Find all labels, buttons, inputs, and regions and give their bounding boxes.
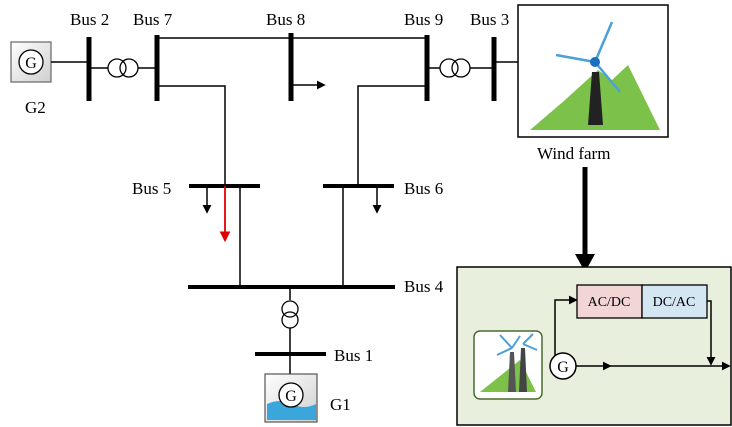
bus9-label: Bus 9 <box>404 10 443 29</box>
g2-symbol: G <box>25 55 37 72</box>
transformer-2-7-icon <box>107 58 139 78</box>
generator-g1: G <box>264 373 318 423</box>
wind-turbine-icon <box>473 330 543 400</box>
line-gen-to-acdc <box>554 295 578 356</box>
detail-arrow-head <box>575 254 595 272</box>
bus4-label: Bus 4 <box>404 277 444 296</box>
bus6-label: Bus 6 <box>404 179 443 198</box>
g1-symbol: G <box>285 388 297 405</box>
transformer-4-1-icon <box>281 300 299 329</box>
acdc-converter <box>576 284 643 319</box>
bus7-label: Bus 7 <box>133 10 173 29</box>
line-7-5 <box>157 85 226 186</box>
bus8-label: Bus 8 <box>266 10 305 29</box>
g2-label: G2 <box>25 98 46 117</box>
bus1-label: Bus 1 <box>334 346 373 365</box>
wind-farm-icon <box>517 4 669 138</box>
line-dcac-to-out <box>706 300 716 366</box>
g1-label: G1 <box>330 395 351 414</box>
wind-farm-label: Wind farm <box>537 144 610 163</box>
transformer-9-3-icon <box>439 58 471 78</box>
line-9-6 <box>357 85 427 186</box>
bus2-label: Bus 2 <box>70 10 109 29</box>
dcac-label: DC/AC <box>653 295 696 310</box>
bus3-label: Bus 3 <box>470 10 509 29</box>
generator-g2: G <box>10 41 52 83</box>
acdc-label: AC/DC <box>588 295 631 310</box>
dcac-converter <box>641 284 708 319</box>
bus5-label: Bus 5 <box>132 179 171 198</box>
inset-generator-symbol: G <box>557 359 569 376</box>
